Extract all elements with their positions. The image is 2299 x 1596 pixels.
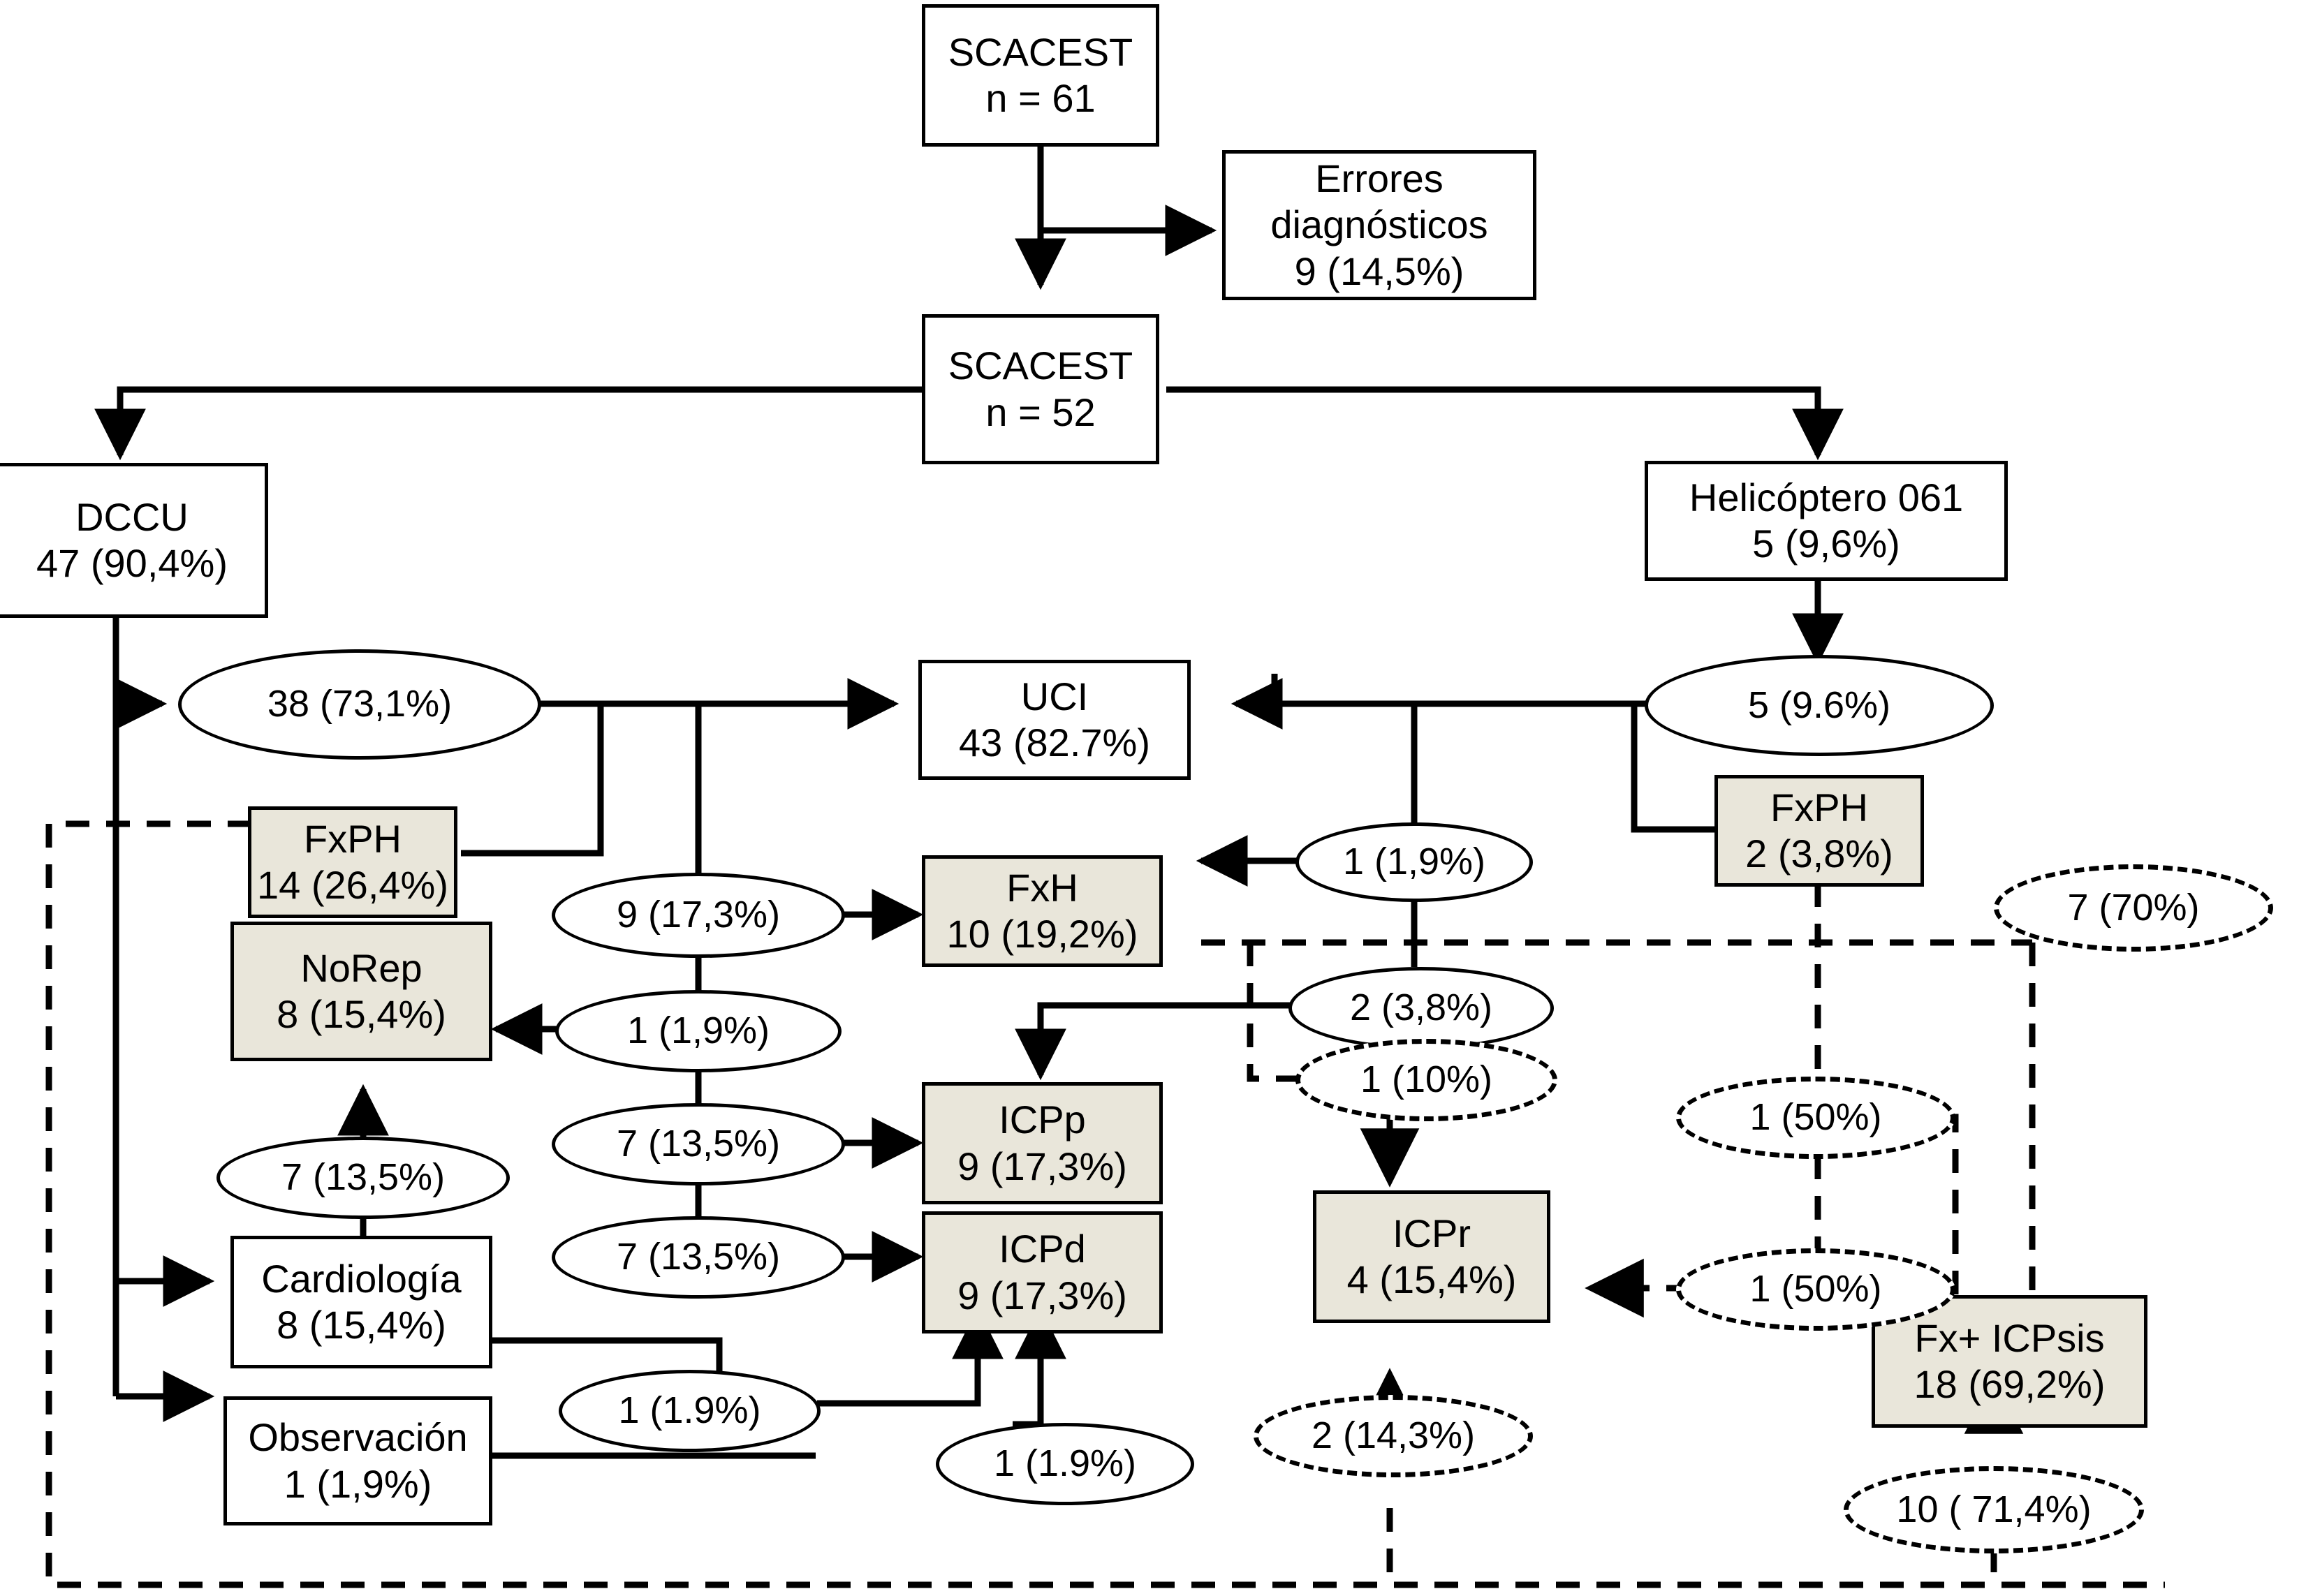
node-line1: Helicóptero 061	[1689, 475, 1964, 519]
node-line1: Errores	[1315, 156, 1444, 201]
edge-label-text: 1 (1.9%)	[618, 1389, 761, 1432]
edge-label-5-96[interactable]: 5 (9.6%)	[1645, 655, 1994, 756]
node-line2: 2 (3,8%)	[1745, 832, 1893, 875]
edge-label-1-19-cardio[interactable]: 1 (1.9%)	[559, 1370, 821, 1452]
node-scacest-52[interactable]: SCACEST n = 52	[922, 314, 1159, 464]
node-line2: 47 (90,4%)	[36, 541, 228, 585]
node-dccu[interactable]: DCCU 47 (90,4%)	[0, 463, 268, 618]
edge-label-text: 1 (1,9%)	[1342, 841, 1486, 883]
node-line2: 9 (17,3%)	[957, 1273, 1127, 1317]
edge-label-text: 2 (3,8%)	[1349, 987, 1493, 1029]
edge-label-text: 1 (1,9%)	[626, 1010, 770, 1052]
node-line2: n = 52	[985, 390, 1096, 434]
edge-label-text: 7 (70%)	[2067, 886, 2200, 929]
node-line1: FxPH	[304, 816, 402, 861]
node-line2: 14 (26,4%)	[257, 863, 448, 907]
edge-label-9-173[interactable]: 9 (17,3%)	[552, 873, 845, 958]
node-line1: SCACEST	[948, 343, 1133, 388]
node-line1: ICPd	[999, 1227, 1086, 1271]
edge-label-2-143[interactable]: 2 (14,3%)	[1254, 1395, 1533, 1477]
node-scacest-61[interactable]: SCACEST n = 61	[922, 4, 1159, 147]
edge-label-1-19-a[interactable]: 1 (1,9%)	[555, 990, 842, 1072]
edge-label-text: 7 (13,5%)	[616, 1123, 781, 1165]
node-helicoptero-061[interactable]: Helicóptero 061 5 (9,6%)	[1645, 461, 2008, 581]
node-line2: 43 (82.7%)	[959, 721, 1150, 764]
node-line3: 9 (14,5%)	[1294, 249, 1464, 293]
edge-label-2-38[interactable]: 2 (3,8%)	[1288, 967, 1554, 1049]
node-line1: NoRep	[300, 945, 423, 990]
edge-label-1-10[interactable]: 1 (10%)	[1295, 1039, 1557, 1121]
node-line1: FxPH	[1770, 785, 1868, 829]
node-fxh[interactable]: FxH 10 (19,2%)	[922, 855, 1163, 967]
node-line1: Observación	[248, 1415, 468, 1460]
edge-label-10-714[interactable]: 10 ( 71,4%)	[1844, 1466, 2144, 1553]
edge-label-1-19-right[interactable]: 1 (1,9%)	[1295, 822, 1533, 902]
edge-label-text: 9 (17,3%)	[616, 894, 781, 936]
node-line2: n = 61	[985, 76, 1096, 120]
edge-label-text: 1 (50%)	[1749, 1268, 1882, 1310]
edge-label-1-50-upper[interactable]: 1 (50%)	[1676, 1077, 1955, 1159]
edge-label-7-135-chain-2[interactable]: 7 (13,5%)	[552, 1216, 845, 1299]
edge-label-text: 1 (50%)	[1749, 1096, 1882, 1139]
node-cardiologia[interactable]: Cardiología 8 (15,4%)	[230, 1236, 492, 1368]
node-icpp[interactable]: ICPp 9 (17,3%)	[922, 1082, 1163, 1204]
edge-label-text: 38 (73,1%)	[267, 683, 453, 725]
edge-label-text: 10 ( 71,4%)	[1896, 1488, 2092, 1530]
node-line1: UCI	[1020, 674, 1089, 718]
node-line2: 5 (9,6%)	[1752, 522, 1900, 566]
node-line1: SCACEST	[948, 29, 1133, 74]
edge-label-text: 7 (13,5%)	[616, 1236, 781, 1278]
edge-label-text: 7 (13,5%)	[281, 1156, 446, 1199]
node-uci[interactable]: UCI 43 (82.7%)	[918, 660, 1191, 780]
node-icpr[interactable]: ICPr 4 (15,4%)	[1313, 1190, 1550, 1323]
node-line2: 18 (69,2%)	[1914, 1362, 2106, 1406]
node-line2: 8 (15,4%)	[277, 1303, 446, 1347]
edge-label-7-135-chain-1[interactable]: 7 (13,5%)	[552, 1103, 845, 1185]
edge-label-38-731[interactable]: 38 (73,1%)	[178, 649, 541, 760]
node-line1: DCCU	[75, 494, 189, 539]
node-line1: FxH	[1006, 865, 1078, 910]
node-icpd[interactable]: ICPd 9 (17,3%)	[922, 1211, 1163, 1333]
node-line2: 4 (15,4%)	[1346, 1257, 1517, 1301]
node-line1: ICPr	[1393, 1211, 1471, 1255]
node-line1: Fx+ ICPsis	[1914, 1315, 2105, 1360]
edge-label-text: 1 (1.9%)	[993, 1442, 1137, 1485]
node-line1: ICPp	[999, 1098, 1086, 1142]
node-norep[interactable]: NoRep 8 (15,4%)	[230, 922, 492, 1061]
edge-label-7-70[interactable]: 7 (70%)	[1994, 864, 2273, 952]
node-line2: 10 (19,2%)	[946, 912, 1138, 956]
edge-label-1-19-observacion[interactable]: 1 (1.9%)	[936, 1423, 1194, 1505]
node-fxph-left[interactable]: FxPH 14 (26,4%)	[248, 806, 457, 918]
node-line2: 9 (17,3%)	[957, 1144, 1127, 1188]
edge-label-1-50-lower[interactable]: 1 (50%)	[1676, 1248, 1955, 1331]
edge-label-text: 5 (9.6%)	[1747, 684, 1891, 726]
node-fxph-right[interactable]: FxPH 2 (3,8%)	[1714, 775, 1924, 887]
edge-label-text: 2 (14,3%)	[1311, 1414, 1476, 1457]
node-line1: Cardiología	[261, 1256, 462, 1301]
node-line2: 8 (15,4%)	[277, 992, 446, 1036]
node-errores-diagnosticos[interactable]: Errores diagnósticos 9 (14,5%)	[1222, 150, 1536, 300]
node-line2: diagnósticos	[1270, 202, 1488, 247]
node-line2: 1 (1,9%)	[284, 1461, 432, 1506]
edge-label-7-135-left[interactable]: 7 (13,5%)	[216, 1137, 510, 1219]
edge-label-text: 1 (10%)	[1360, 1058, 1493, 1101]
node-observacion[interactable]: Observación 1 (1,9%)	[223, 1396, 492, 1525]
